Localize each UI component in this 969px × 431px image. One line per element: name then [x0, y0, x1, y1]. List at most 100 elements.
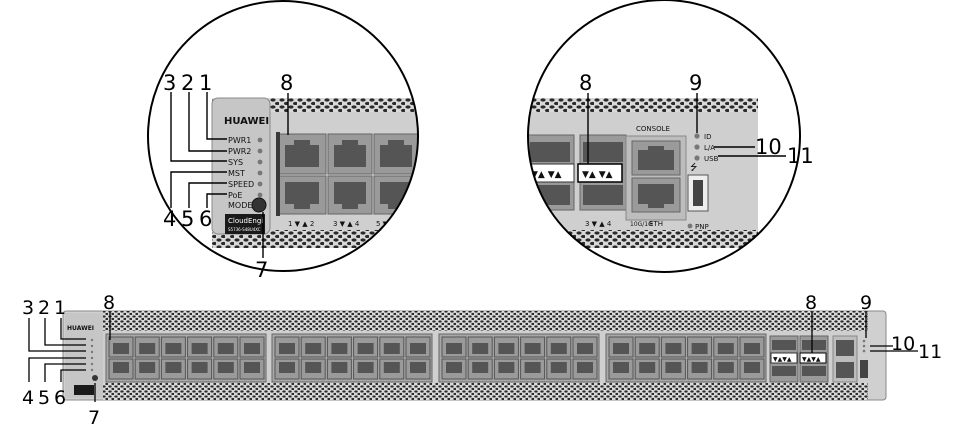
usb-port[interactable]	[687, 174, 709, 212]
usb-symbol: ⭍	[690, 162, 698, 173]
la-label: L/A	[704, 144, 715, 152]
sfp-port[interactable]	[772, 340, 796, 350]
callout-5: 5	[181, 207, 194, 231]
sfp-port[interactable]	[583, 142, 623, 162]
callout-6: 6	[54, 387, 66, 409]
model-line1: CloudEngi	[228, 217, 263, 225]
indicator-speed: SPEED	[228, 180, 254, 189]
rj45-port-opening	[691, 343, 708, 354]
rj45-port-opening	[357, 343, 374, 354]
rj45-port-opening	[639, 343, 656, 354]
brand-logo-small: HUAWEI	[67, 325, 94, 332]
rj45-port[interactable]	[277, 133, 327, 175]
rj45-port-opening	[446, 362, 462, 373]
callout-7: 7	[255, 258, 268, 282]
eth-port[interactable]	[836, 362, 854, 378]
usb-port[interactable]	[860, 360, 868, 378]
eth-port[interactable]	[631, 177, 681, 213]
mode-button-small[interactable]	[92, 375, 98, 381]
sfp-port[interactable]	[583, 185, 623, 205]
rj45-port-opening	[524, 343, 541, 354]
indicator-group: PWR1 PWR2 SYS MST SPEED PoE	[228, 136, 263, 200]
zoom-right: ▼▲ ▼▲ ▼▲ ▼▲ ▲ 2 3 ▼ ▲ 4 10G/1G CONSOLE E…	[527, 0, 814, 273]
callout-2: 2	[38, 297, 50, 319]
callout-1: 1	[54, 297, 66, 319]
rj45-port[interactable]	[277, 175, 327, 215]
zoom-left-ports	[276, 132, 418, 216]
callout-3: 3	[163, 71, 176, 95]
id-label: ID	[704, 133, 711, 141]
brand-logo: HUAWEI	[224, 116, 269, 127]
callout-8: 8	[103, 292, 115, 314]
model-badge-small	[74, 385, 94, 395]
callout-lines-full-panel	[28, 312, 918, 402]
led-usb	[694, 155, 700, 161]
sfp-port[interactable]	[802, 340, 826, 350]
mode-button[interactable]	[251, 197, 267, 213]
console-label: CONSOLE	[636, 125, 670, 133]
port-number-label: 5 ▼	[376, 220, 389, 228]
sfp-port[interactable]	[530, 185, 570, 205]
indicator-sys: SYS	[228, 158, 243, 167]
rj45-port-opening	[113, 343, 129, 354]
rj45-port-opening	[577, 343, 593, 354]
led-id	[694, 133, 700, 139]
led-mst	[257, 170, 263, 176]
callout-6: 6	[199, 207, 212, 231]
model-line2: S5736-S48U4XC	[228, 227, 261, 232]
rj45-port-bank	[105, 333, 767, 383]
rj45-port-opening	[331, 362, 348, 373]
console-port[interactable]	[631, 140, 681, 176]
sfp-port-group-small: ▼▲▼▲ ▼▲▼▲	[769, 335, 829, 383]
callout-10: 10	[891, 333, 915, 355]
indicator-poe: PoE	[228, 191, 243, 200]
callout-10: 10	[755, 135, 782, 159]
callout-4: 4	[163, 207, 176, 231]
rj45-port-opening	[244, 343, 260, 354]
console-port[interactable]	[836, 340, 854, 356]
sfp-port[interactable]	[530, 142, 570, 162]
rj45-port[interactable]	[327, 133, 373, 175]
pnp-button[interactable]: PNP	[695, 223, 709, 231]
rj45-port-opening	[217, 362, 234, 373]
mode-label: MODE	[228, 201, 252, 210]
rj45-port-opening	[524, 362, 541, 373]
callout-11: 11	[787, 144, 814, 168]
led-speed	[257, 181, 263, 187]
rj45-port-opening	[113, 362, 129, 373]
rj45-port-opening	[691, 362, 708, 373]
indicator-pwr1: PWR1	[228, 136, 251, 145]
rj45-port[interactable]	[373, 133, 418, 175]
led-pnp	[687, 223, 693, 229]
rj45-port-opening	[217, 343, 234, 354]
rj45-port[interactable]	[327, 175, 373, 215]
rj45-port-opening	[613, 362, 629, 373]
rj45-port-opening	[410, 343, 426, 354]
eth-label: ETH	[649, 220, 663, 228]
rj45-port-opening	[744, 362, 760, 373]
indicator-pwr2: PWR2	[228, 147, 251, 156]
rj45-port-opening	[550, 343, 567, 354]
callout-lines-right-zoom	[587, 93, 786, 164]
speed-label: 10G/1G	[630, 221, 653, 228]
svg-text:▼▲▼▲: ▼▲▼▲	[802, 356, 821, 363]
full-front-panel: HUAWEI ▼▲▼▲ ▼▲▼▲	[22, 292, 942, 429]
rj45-port-opening	[244, 362, 260, 373]
rj45-port-opening	[410, 362, 426, 373]
led-poe	[257, 192, 263, 198]
rj45-port-opening	[613, 343, 629, 354]
rj45-port-opening	[744, 343, 760, 354]
callout-8: 8	[805, 292, 817, 314]
rj45-port-opening	[139, 362, 156, 373]
sfp-port[interactable]	[772, 366, 796, 376]
console-eth-small	[832, 335, 868, 383]
rj45-port-opening	[472, 362, 489, 373]
callout-8: 8	[579, 71, 592, 95]
callout-lines-left-zoom	[170, 92, 289, 258]
rj45-port-opening	[383, 362, 400, 373]
rj45-port-opening	[498, 362, 515, 373]
rj45-port-opening	[498, 343, 515, 354]
sfp-port[interactable]	[802, 366, 826, 376]
rj45-port-opening	[550, 362, 567, 373]
